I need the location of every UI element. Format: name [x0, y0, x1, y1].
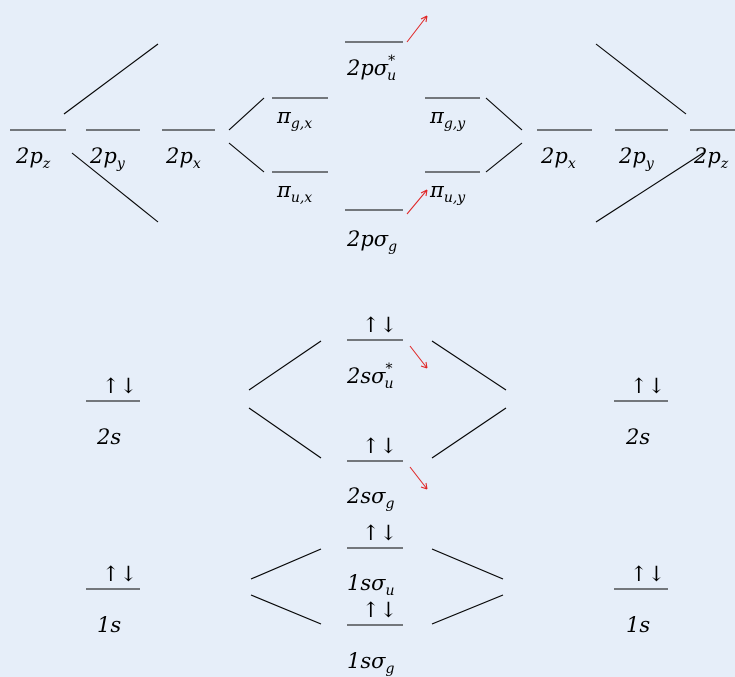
electrons-2s-sigma-g: ↑↓ [362, 434, 397, 458]
label-left-2px: 2px [165, 144, 201, 172]
level-right-2s: ↑↓ 2s [614, 374, 668, 449]
red-arrows-2p [406, 15, 428, 215]
label-right-2s: 2s [625, 425, 650, 449]
label-left-1s: 1s [97, 613, 121, 637]
level-left-1s: ↑↓ 1s [86, 562, 140, 637]
connectors-1s [250, 548, 504, 625]
electrons-left-2s: ↑↓ [102, 374, 137, 398]
level-right-2pz: 2pz [690, 129, 735, 172]
level-pi-u-y: πu,y [425, 171, 480, 206]
level-right-2px: 2px [537, 129, 592, 172]
level-2s-sigma-g: ↑↓ 2sσg [346, 434, 403, 512]
label-1s-sigma-g: 1sσg [347, 649, 394, 677]
label-right-1s: 1s [626, 613, 650, 637]
label-pi-g-y: πg,y [429, 104, 466, 132]
label-2p-sigma-u-star: 2pσ*u [346, 53, 396, 84]
level-left-2px: 2px [162, 129, 215, 172]
label-2s-sigma-g: 2sσg [346, 484, 394, 512]
electrons-1s-sigma-u: ↑↓ [362, 521, 397, 545]
label-left-2py: 2py [89, 144, 126, 172]
label-2p-sigma-g: 2pσg [346, 227, 397, 255]
level-2p-sigma-g: 2pσg [345, 209, 403, 255]
level-2s-sigma-u-star: ↑↓ 2sσ*u [346, 313, 403, 392]
level-pi-g-y: πg,y [425, 97, 480, 132]
level-1s-sigma-u: ↑↓ 1sσu [347, 521, 403, 599]
level-left-2py: 2py [86, 129, 140, 172]
level-right-1s: ↑↓ 1s [614, 562, 668, 637]
electrons-right-1s: ↑↓ [630, 562, 665, 586]
level-2p-sigma-u-star: 2pσ*u [345, 41, 403, 84]
label-2s-sigma-u-star: 2sσ*u [346, 361, 394, 392]
electrons-right-2s: ↑↓ [630, 374, 665, 398]
red-arrows-2s [409, 345, 428, 490]
level-left-2s: ↑↓ 2s [86, 374, 140, 449]
level-right-2py: 2py [615, 129, 668, 172]
electrons-2s-sigma-u-star: ↑↓ [362, 313, 397, 337]
label-right-2px: 2px [540, 144, 576, 172]
label-right-2pz: 2pz [693, 144, 729, 172]
label-pi-g-x: πg,x [276, 104, 312, 132]
label-1s-sigma-u: 1sσu [347, 571, 395, 599]
label-left-2s: 2s [96, 425, 121, 449]
label-pi-u-x: πu,x [276, 178, 312, 206]
electrons-left-1s: ↑↓ [102, 562, 137, 586]
label-right-2py: 2py [618, 144, 655, 172]
electrons-1s-sigma-g: ↑↓ [362, 598, 397, 622]
level-pi-u-x: πu,x [272, 171, 328, 206]
connectors-2p [63, 43, 704, 223]
level-pi-g-x: πg,x [272, 97, 328, 132]
connectors-2s [248, 340, 507, 459]
label-left-2pz: 2pz [15, 144, 51, 172]
level-left-2pz: 2pz [10, 129, 66, 172]
level-1s-sigma-g: ↑↓ 1sσg [347, 598, 403, 677]
label-pi-u-y: πu,y [429, 178, 466, 206]
